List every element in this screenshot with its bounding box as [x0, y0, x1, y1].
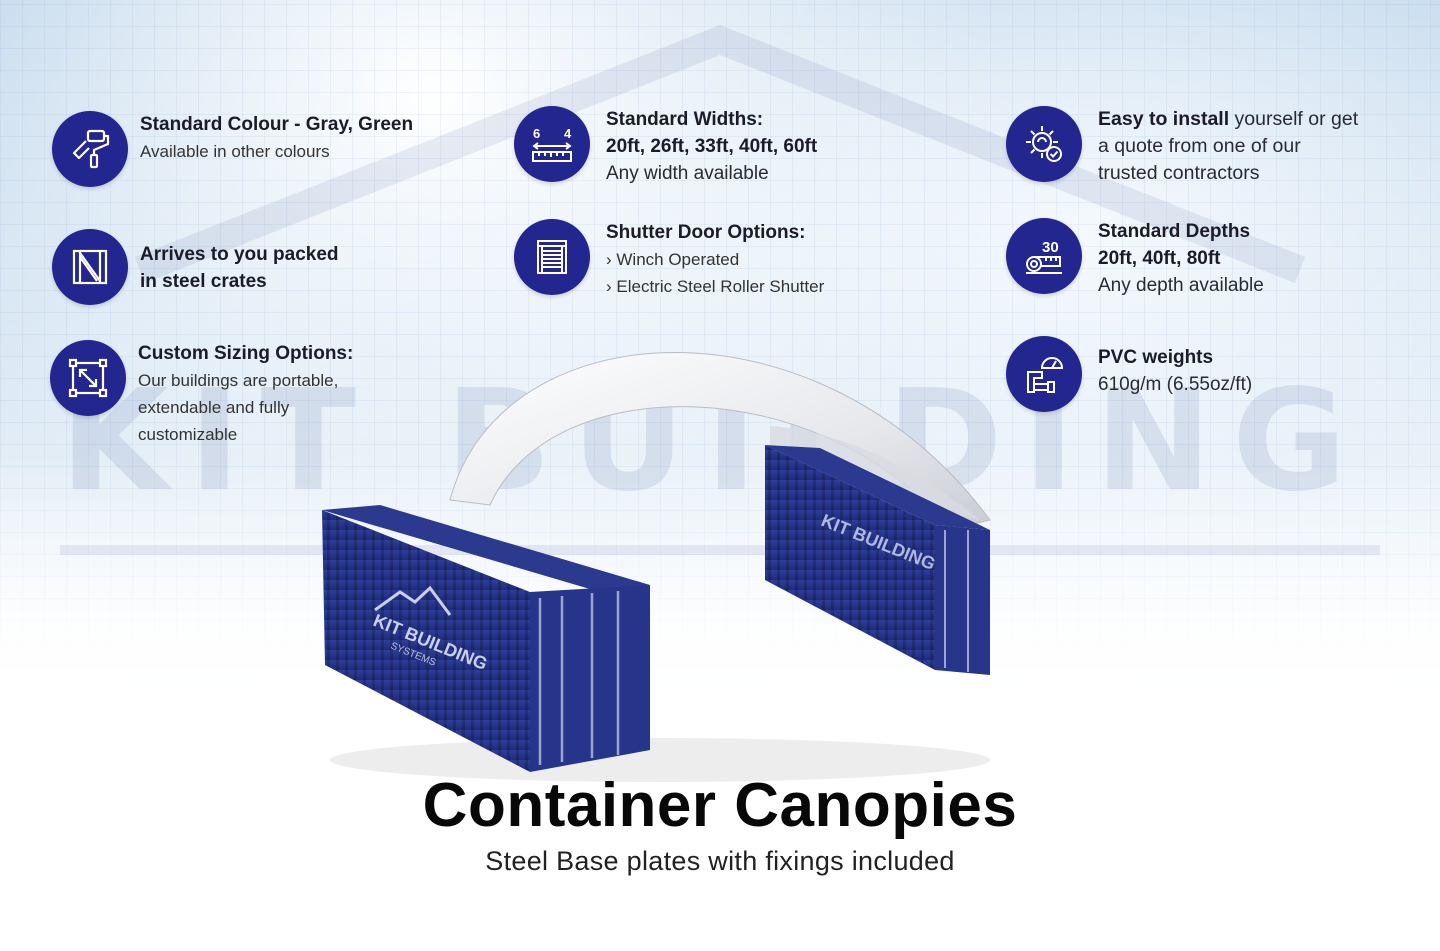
feature-detail: Available in other colours: [140, 142, 330, 161]
feature-steel-crates: Arrives to you packed in steel crates: [52, 229, 339, 305]
feature-title: Standard Colour - Gray, Green: [140, 114, 414, 135]
feature-title: PVC weights: [1098, 347, 1214, 368]
ruler-number-right: 4: [564, 126, 572, 141]
tape-measure-icon: 30: [1006, 218, 1082, 294]
feature-title-line2: in steel crates: [140, 271, 267, 292]
feature-option-winch: › Winch Operated: [606, 250, 740, 269]
steel-crate-icon: [52, 229, 128, 305]
shutter-door-icon: [514, 219, 590, 295]
feature-detail-line3: customizable: [138, 425, 238, 444]
feature-easy-install: Easy to install yourself or get a quote …: [1006, 106, 1358, 187]
feature-install-line1: Easy to install yourself or get: [1098, 106, 1358, 133]
feature-title-line2: 20ft, 40ft, 80ft: [1098, 248, 1221, 269]
feature-title: Standard Widths:: [606, 109, 764, 130]
container-canopy-illustration: KIT BUILDING KIT BUILDING SYSTEMS: [322, 352, 991, 782]
feature-detail: 610g/m (6.55oz/ft): [1098, 374, 1253, 395]
feature-install-line3: trusted contractors: [1098, 162, 1260, 184]
pipe-gauge-icon: [1006, 336, 1082, 412]
feature-pvc-weights: PVC weights 610g/m (6.55oz/ft): [1006, 336, 1252, 412]
page-title: Container Canopies: [422, 771, 1018, 840]
feature-install-line2: a quote from one of our: [1098, 135, 1301, 157]
gear-check-icon: [1006, 106, 1082, 182]
feature-detail-line2: extendable and fully: [138, 398, 290, 417]
feature-title: Custom Sizing Options:: [138, 343, 354, 364]
feature-custom-sizing: Custom Sizing Options: Our buildings are…: [50, 340, 353, 448]
feature-install-rest: yourself or get: [1229, 108, 1359, 130]
container-right: KIT BUILDING: [765, 445, 990, 675]
feature-standard-widths: 6 4 Standard Widths: 20ft, 26ft, 33ft, 4…: [514, 106, 817, 187]
feature-standard-depths: 30 Standard Depths 20ft, 40ft, 80ft Any …: [1006, 218, 1264, 299]
feature-title: Standard Depths: [1098, 221, 1251, 242]
ruler-number-left: 6: [533, 126, 540, 141]
ruler-width-icon: 6 4: [514, 106, 590, 182]
feature-detail: Any width available: [606, 163, 769, 184]
tape-number: 30: [1042, 239, 1059, 256]
paint-roller-icon: [52, 111, 128, 187]
feature-standard-colour: Standard Colour - Gray, Green Available …: [52, 111, 413, 187]
feature-install-bold: Easy to install: [1098, 108, 1230, 130]
feature-detail-line1: Our buildings are portable,: [138, 371, 339, 390]
feature-option-electric: › Electric Steel Roller Shutter: [606, 277, 825, 296]
container-left: KIT BUILDING SYSTEMS: [322, 505, 650, 772]
feature-detail: Any depth available: [1098, 275, 1264, 296]
page-subtitle: Steel Base plates with fixings included: [485, 846, 955, 876]
roof-outline-graphic: [60, 24, 1380, 555]
resize-frame-icon: [50, 340, 126, 416]
feature-title-line2: 20ft, 26ft, 33ft, 40ft, 60ft: [606, 136, 818, 157]
feature-title-line1: Arrives to you packed: [140, 244, 339, 265]
feature-shutter-door: Shutter Door Options: › Winch Operated ›…: [514, 219, 824, 300]
feature-title: Shutter Door Options:: [606, 222, 806, 243]
canopy-arch: [449, 352, 991, 531]
